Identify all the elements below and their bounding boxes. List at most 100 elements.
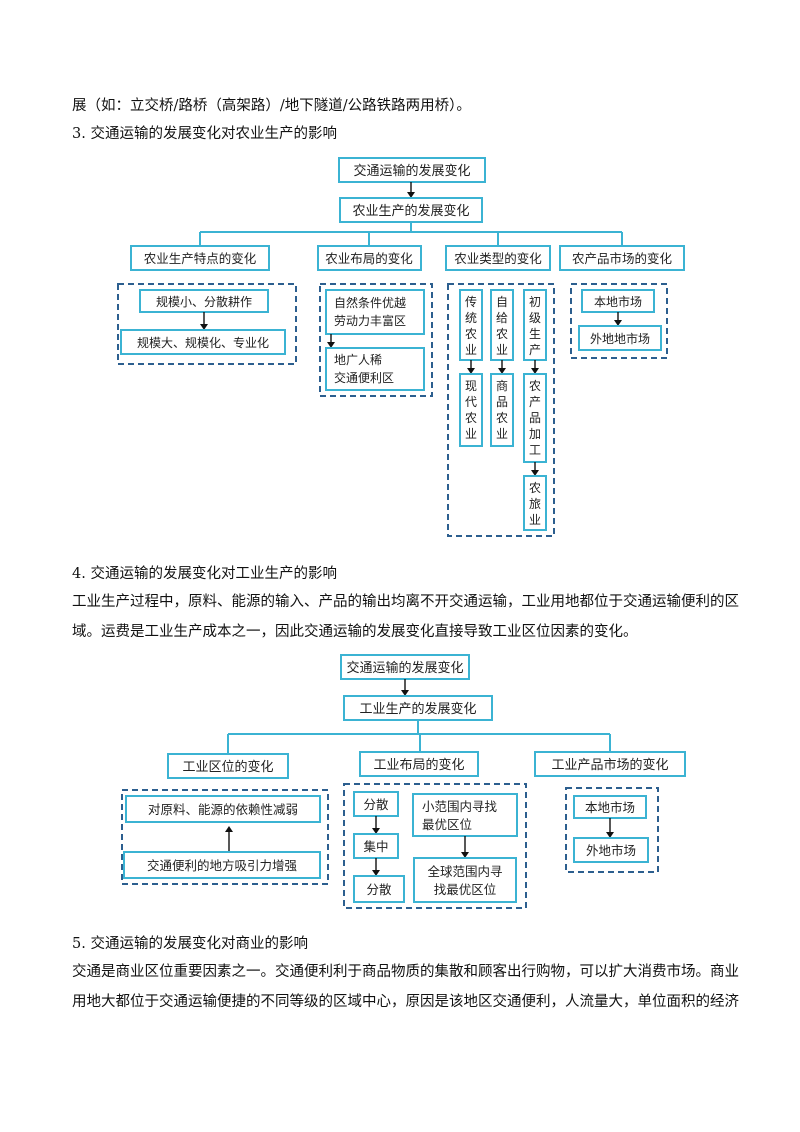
d2-layout-left-box-1 (353, 791, 399, 817)
d1-type-col2-box-2 (490, 373, 514, 447)
d2-layout-right-arrowhead (461, 852, 469, 858)
d2-location-box-2 (123, 851, 321, 879)
d1-top-box (338, 157, 486, 183)
d1-feature-label-1: 规模小、分散耕作 (156, 294, 252, 309)
d2-branch-market-label: 工业产品市场的变化 (551, 757, 668, 773)
d1-branch-type-label: 农业类型的变化 (454, 251, 542, 266)
d2-layout-right-label-1b: 最优区位 (422, 817, 472, 832)
d1-t-c2-a2: 给 (496, 311, 508, 325)
paragraph-commerce-1: 交通是商业区位重要因素之一。交通便利利于商品物质的集散和顾客出行购物，可以扩大消… (72, 964, 739, 980)
d1-t-c2-a4: 业 (496, 343, 508, 357)
d1-arrowhead-top (407, 192, 415, 198)
industry-diagram: 交通运输的发展变化 工业生产的发展变化 工业区位的变化 工业布局的变化 工业产品… (121, 654, 686, 909)
d1-layout-label-2b: 交通便利区 (334, 370, 394, 385)
d1-type-col1-arrowhead (467, 368, 475, 374)
d1-market-box-2 (578, 325, 662, 351)
d1-type-col2-arrowhead (498, 368, 506, 374)
paragraph-industry-2: 域。运费是工业生产成本之一，因此交通运输的发展变化直接导致工业区位因素的变化。 (72, 624, 638, 640)
d1-type-col3-arrowhead-1 (531, 368, 539, 374)
d1-market-arrowhead (614, 320, 622, 326)
d1-second-label: 农业生产的发展变化 (352, 203, 469, 219)
d1-t-c3-a1: 初 (529, 295, 541, 309)
d1-type-col3-label-3: 农旅业 (529, 481, 541, 527)
d1-t-c3-a2: 级 (529, 311, 541, 325)
paragraph-commerce-2: 用地大都位于交通运输便捷的不同等级的区域中心，原因是该地区交通便利，人流量大，单… (72, 994, 739, 1010)
d1-type-col2-label-1: 自给农业 (496, 295, 508, 357)
d1-branch-market-label: 农产品市场的变化 (572, 251, 673, 266)
d2-branch-layout-label: 工业布局的变化 (373, 757, 464, 773)
d1-layout-arrowhead (327, 342, 335, 348)
d2-location-arrowhead (225, 826, 233, 832)
d1-t-c1-b1: 现 (465, 379, 477, 393)
d2-location-box-1 (125, 795, 321, 823)
d2-branch-market (534, 751, 686, 777)
d1-layout-label-1b: 劳动力丰富区 (334, 313, 406, 328)
d1-layout-label-1a: 自然条件优越 (334, 295, 406, 310)
d1-t-c2-b1: 商 (496, 378, 508, 393)
d2-market-box-2 (573, 837, 649, 863)
d1-market-group (570, 283, 668, 359)
d1-type-col3-label-1: 初级生产 (529, 295, 541, 357)
d1-top-label: 交通运输的发展变化 (353, 163, 470, 179)
d2-market-label-1: 本地市场 (585, 800, 635, 815)
d1-branch-market (559, 245, 685, 271)
d1-features-group (117, 283, 297, 365)
d2-layout-right-label-2b: 找最优区位 (434, 882, 497, 897)
d2-top-box (340, 654, 470, 680)
d1-branch-layout-label: 农业布局的变化 (325, 251, 413, 266)
d2-layout-right-label-2a: 全球范围内寻 (427, 864, 502, 879)
d1-layout-label-2a: 地广人稀 (334, 353, 382, 367)
d1-market-label-1: 本地市场 (594, 294, 642, 309)
d2-second-label: 工业生产的发展变化 (359, 701, 476, 717)
d1-feature-arrowhead (200, 324, 208, 330)
agriculture-diagram: 交通运输的发展变化 农业生产的发展变化 农业生产特点的变化 农业布局的变化 农业… (117, 157, 685, 537)
d1-type-col3-arrowhead-2 (531, 470, 539, 476)
d1-layout-box-2 (325, 347, 425, 391)
d1-t-c3-a4: 产 (529, 343, 541, 357)
d1-layout-box-1 (325, 289, 425, 335)
d1-branch-features-label: 农业生产特点的变化 (144, 251, 257, 266)
d2-layout-right-box-2 (413, 857, 517, 903)
d2-layout-left-arrowhead-1 (372, 828, 380, 834)
d2-layout-right-label-1a: 小范围内寻找 (422, 799, 498, 814)
d1-t-c2-a3: 农 (496, 327, 508, 341)
d1-type-col1-label-2: 现代农业 (465, 379, 477, 441)
d1-t-c3-b5: 工 (529, 443, 541, 457)
d2-location-label-2: 交通便利的地方吸引力增强 (147, 858, 298, 873)
paragraph-industry-1: 工业生产过程中，原料、能源的输入、产品的输出均离不开交通运输，工业用地都位于交通… (72, 594, 739, 610)
d1-t-c1-b2: 代 (465, 395, 477, 409)
d2-location-group (121, 789, 329, 885)
d2-market-label-2: 外地市场 (586, 843, 636, 858)
section-heading-3: 3. 交通运输的发展变化对农业生产的影响 (72, 126, 337, 142)
d1-t-c2-b3: 农 (496, 411, 508, 425)
d2-layout-left-label-2: 集中 (363, 839, 388, 854)
d1-branch-layout (317, 245, 422, 271)
d2-branch-location (167, 753, 289, 779)
d1-branch-type (445, 245, 551, 271)
d2-branch-location-label: 工业区位的变化 (182, 759, 273, 775)
d1-feature-box-2 (120, 329, 286, 355)
d2-layout-left-label-3: 分散 (366, 882, 392, 897)
d1-type-col3-label-2: 农产品加工 (529, 379, 541, 457)
d2-layout-group (343, 783, 527, 909)
d1-market-label-2: 外地地市场 (590, 331, 650, 346)
d2-top-label: 交通运输的发展变化 (346, 660, 463, 676)
d1-t-c2-a1: 自 (496, 295, 508, 309)
d1-type-col2-label-2: 商品农业 (496, 378, 508, 441)
d2-branch-layout (359, 751, 479, 777)
d1-feature-label-2: 规模大、规模化、专业化 (137, 335, 269, 350)
d1-t-c3-b2: 产 (529, 395, 541, 409)
d1-type-col3-box-3 (523, 475, 547, 531)
d1-type-col1-label-1: 传统农业 (465, 294, 477, 357)
d1-type-col1-box-2 (459, 373, 483, 447)
d1-t-c3-c1: 农 (529, 481, 541, 495)
d1-t-c1-b3: 农 (465, 411, 477, 425)
d1-t-c1-a1: 传 (465, 294, 477, 309)
d2-arrowhead-top (401, 690, 409, 696)
d2-layout-left-box-3 (353, 875, 405, 903)
d1-branch-features (130, 245, 270, 271)
d1-t-c3-c2: 旅 (529, 497, 541, 511)
d1-t-c3-c3: 业 (529, 513, 541, 527)
d2-second-box (343, 695, 493, 721)
d1-t-c2-b2: 品 (496, 395, 508, 409)
